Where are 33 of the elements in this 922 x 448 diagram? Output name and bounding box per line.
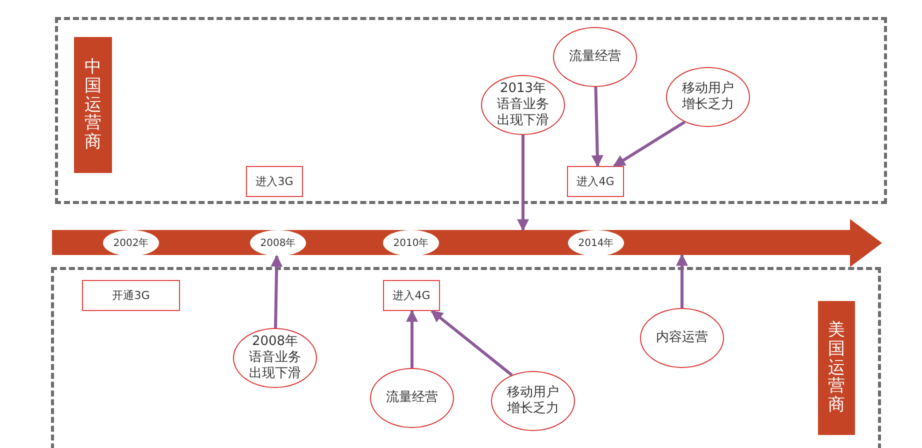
event-text: 2008年语音业务出现下滑 [248, 334, 302, 382]
event-text: 内容运营 [655, 330, 709, 346]
arrow [406, 310, 418, 368]
event-text: 进入4G [576, 174, 614, 189]
event-text: 移动用户增长乏力 [506, 384, 560, 418]
event-box [383, 280, 440, 311]
event-text: 移动用户增长乏力 [681, 80, 735, 114]
event-text: 进入4G [392, 288, 430, 303]
arrow [270, 254, 283, 328]
arrow [676, 254, 688, 308]
label-bar [74, 37, 112, 173]
event-text: 流量经营 [385, 390, 439, 406]
event-box [246, 166, 303, 197]
label-bar [818, 301, 855, 435]
arrow [613, 120, 686, 168]
event-text: 2013年语音业务出现下滑 [496, 80, 550, 130]
dashed-region [55, 17, 887, 204]
year-label: 2008年 [260, 237, 296, 250]
arrow [591, 86, 604, 168]
event-text: 流量经营 [568, 48, 622, 66]
region-title: 美国运营商 [828, 321, 845, 415]
timeline-arrow [52, 219, 882, 267]
year-label: 2014年 [578, 237, 614, 250]
event-text: 进入3G [256, 174, 294, 189]
arrow [517, 135, 529, 232]
dashed-region [51, 267, 881, 448]
arrow [430, 310, 513, 376]
year-label: 2010年 [393, 237, 429, 250]
event-text: 开通3G [112, 288, 150, 303]
event-box [567, 166, 624, 197]
region-title: 中国运营商 [84, 58, 102, 152]
event-box [82, 280, 180, 311]
year-label: 2002年 [113, 237, 149, 250]
